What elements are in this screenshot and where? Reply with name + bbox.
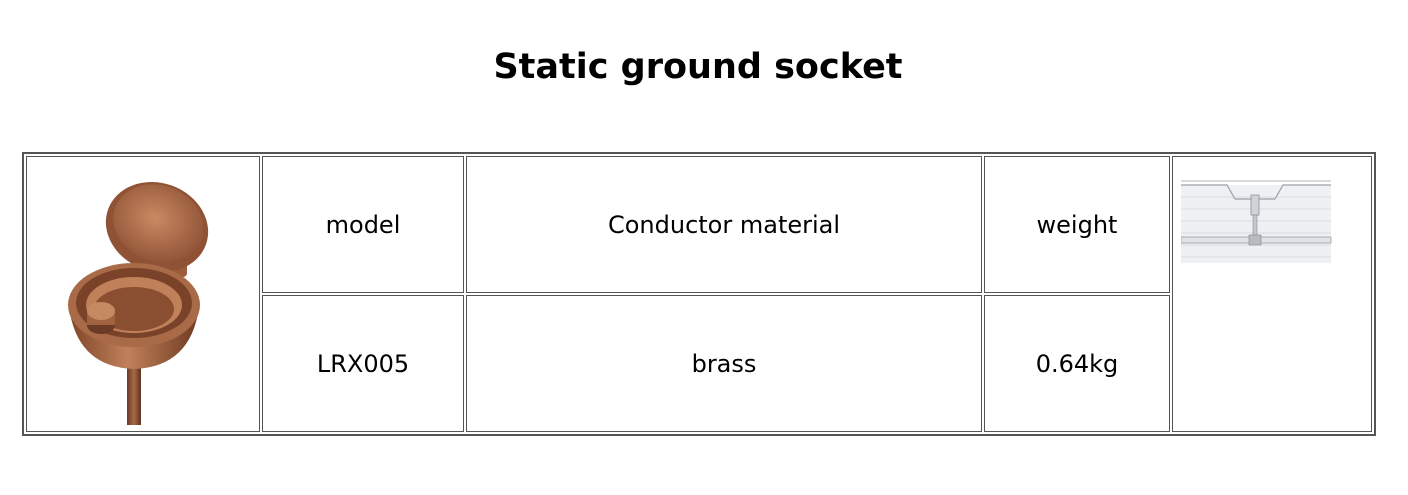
installation-image-cell (1172, 156, 1372, 432)
table-row: LRX005 brass 0.64kg (26, 295, 1372, 432)
header-material: Conductor material (466, 156, 982, 293)
page-title: Static ground socket (493, 47, 903, 87)
cell-weight: 0.64kg (984, 295, 1170, 432)
cell-material: brass (466, 295, 982, 432)
product-image (68, 181, 209, 425)
product-image-cell (26, 156, 260, 432)
installation-diagram (1181, 180, 1332, 263)
header-model: model (262, 156, 464, 293)
header-weight: weight (984, 156, 1170, 293)
table-row: model Conductor material weight (26, 156, 1372, 432)
spec-table: model Conductor material weight (22, 152, 1376, 436)
cell-model: LRX005 (262, 295, 464, 432)
